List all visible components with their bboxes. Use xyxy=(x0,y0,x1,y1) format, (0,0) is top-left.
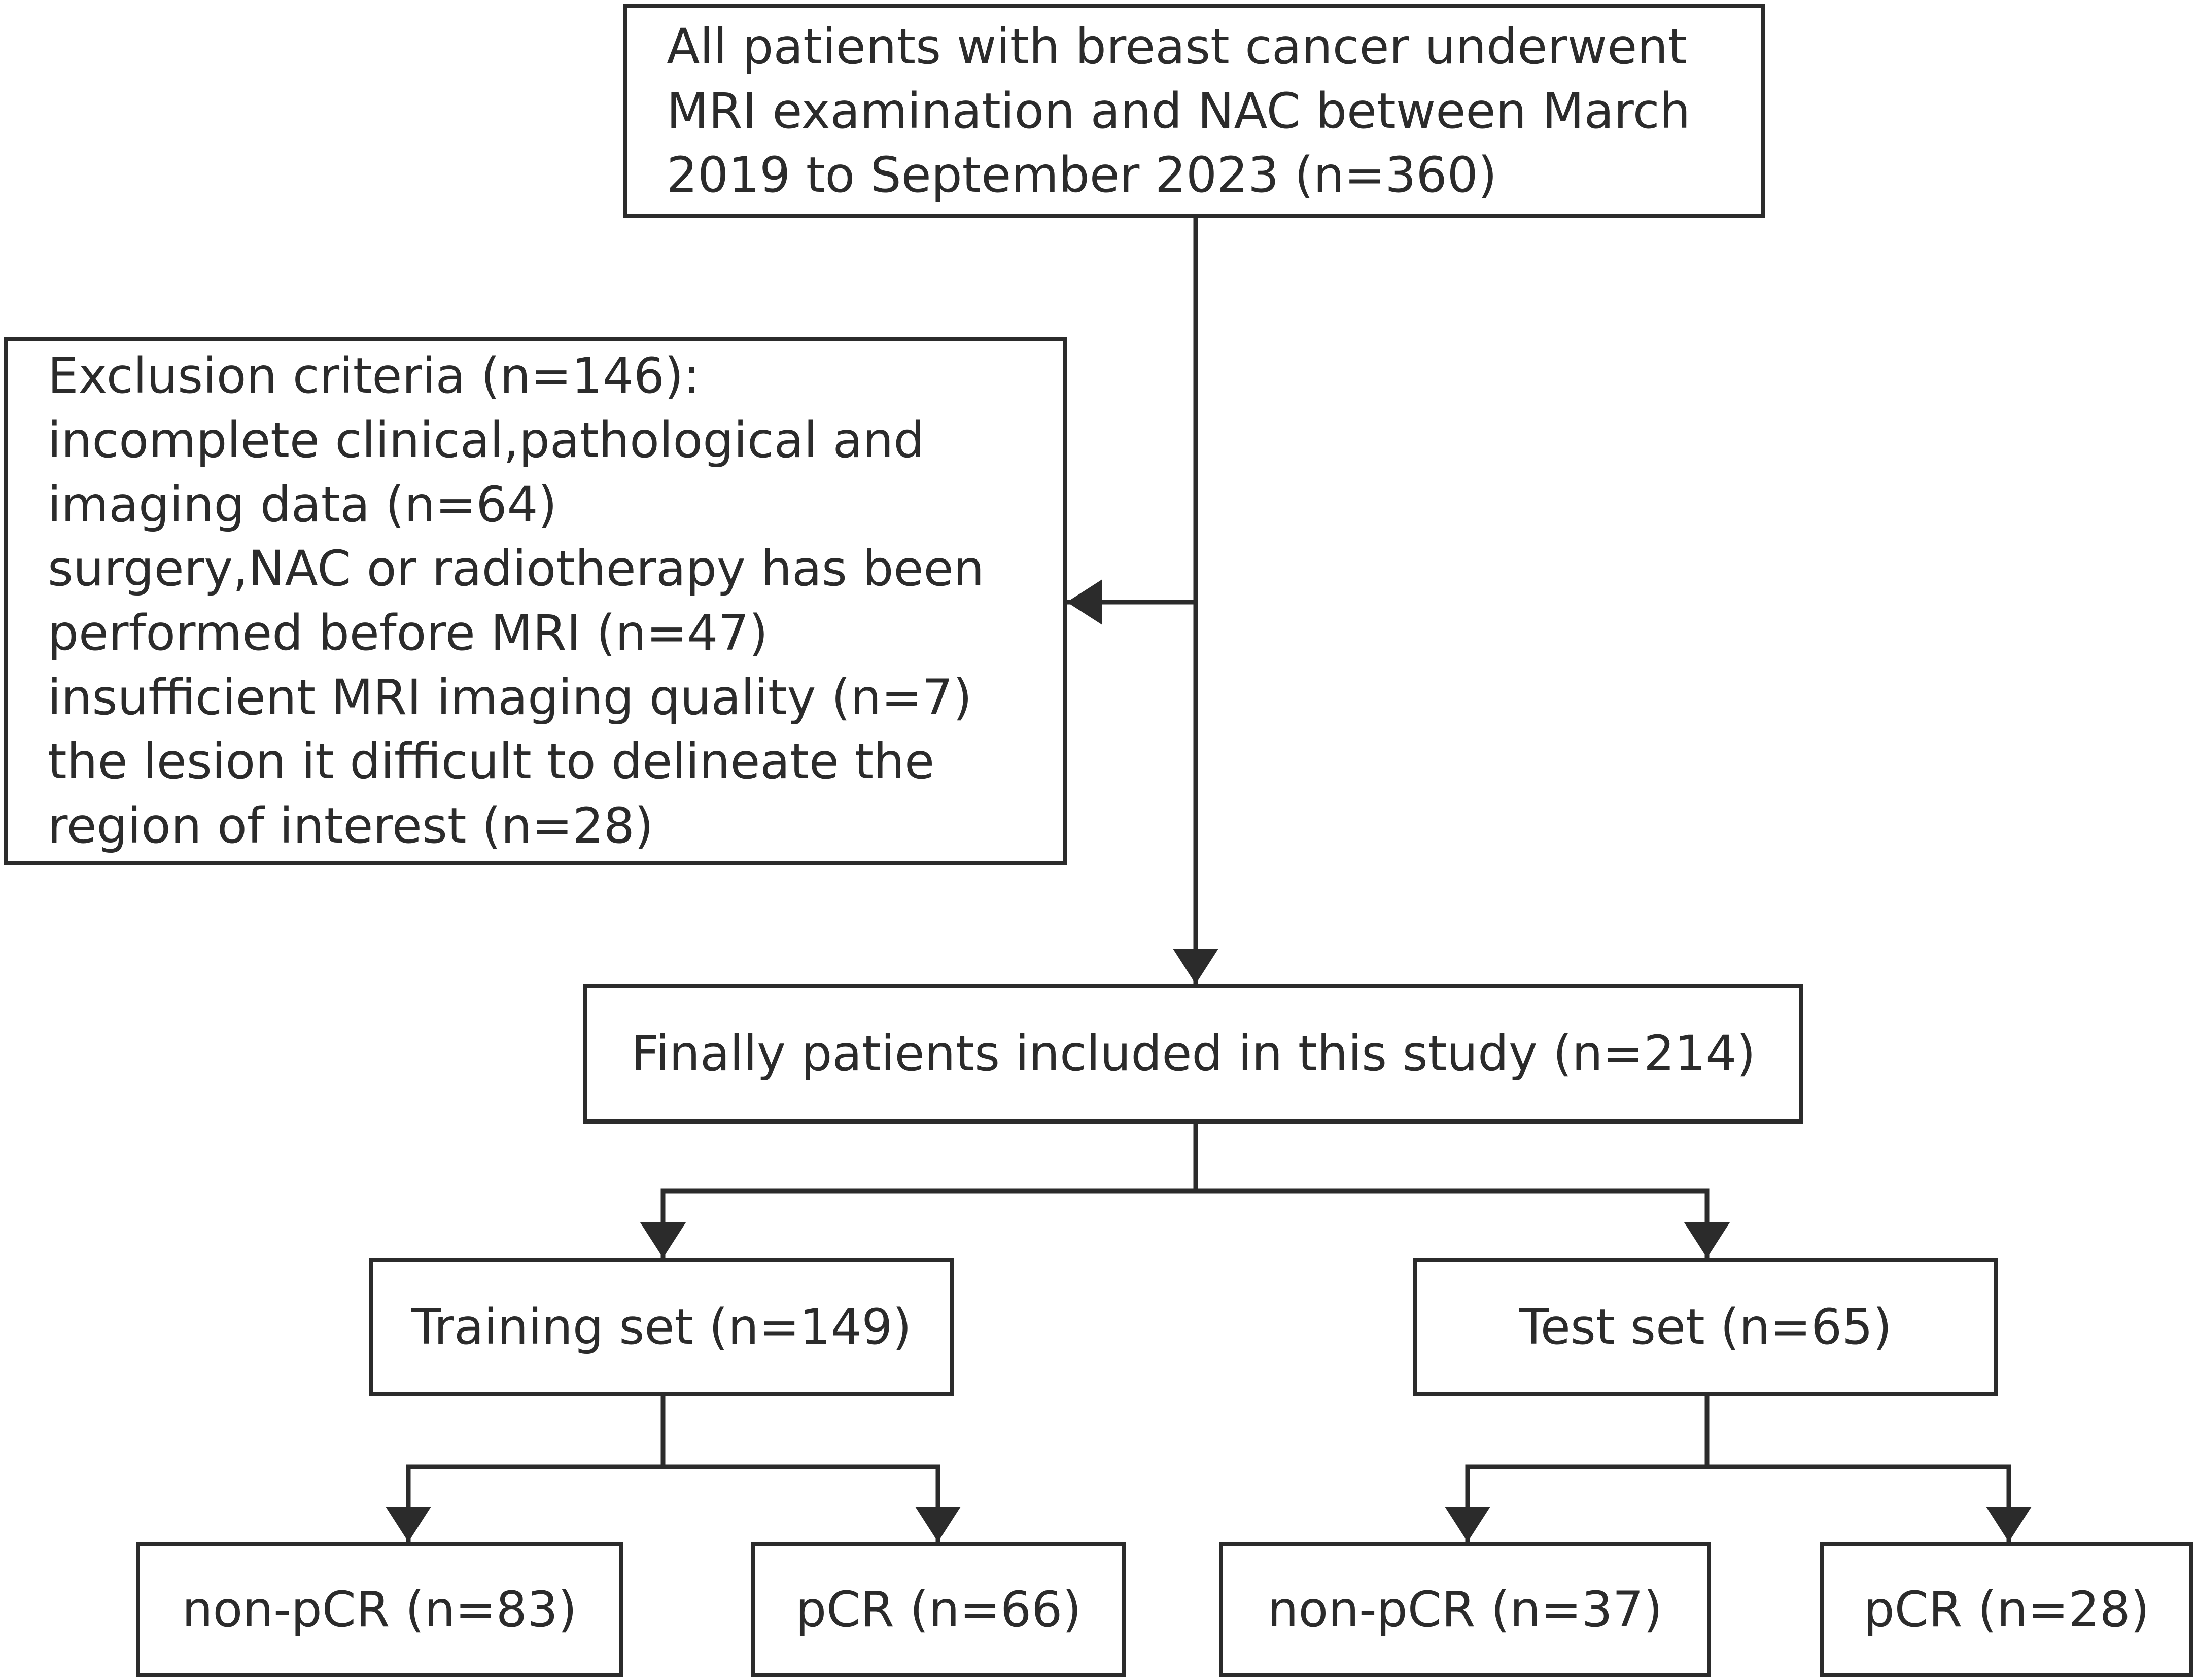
box-test-set-label: Test set (n=65) xyxy=(1519,1299,1892,1356)
exclusion-item: insufficient MRI imaging quality (n=7) xyxy=(48,669,972,726)
box-final-patients-label: Finally patients included in this study … xyxy=(631,1025,1756,1082)
box-all-patients-line: All patients with breast cancer underwen… xyxy=(667,18,1687,75)
connector-training-to-pcr xyxy=(663,1464,940,1537)
exclusion-heading: Exclusion criteria (n=146): xyxy=(48,347,700,405)
box-exclusion-criteria: Exclusion criteria (n=146): incomplete c… xyxy=(4,337,1067,865)
box-test-pcr: pCR (n=28) xyxy=(1820,1542,2193,1677)
box-final-patients: Finally patients included in this study … xyxy=(583,984,1803,1124)
box-test-non-pcr: non-pCR (n=37) xyxy=(1219,1542,1711,1677)
exclusion-item: the lesion it difficult to delineate the xyxy=(48,733,935,790)
box-all-patients-line: 2019 to September 2023 (n=360) xyxy=(667,147,1497,204)
box-test-pcr-label: pCR (n=28) xyxy=(1863,1581,2150,1638)
connector-test-to-pcr xyxy=(1707,1464,2011,1537)
connector-final-to-test xyxy=(1196,1188,1710,1254)
box-training-pcr: pCR (n=66) xyxy=(751,1542,1126,1677)
box-all-patients: All patients with breast cancer underwen… xyxy=(623,4,1765,218)
exclusion-item: region of interest (n=28) xyxy=(48,797,654,855)
box-training-pcr-label: pCR (n=66) xyxy=(795,1581,1082,1638)
exclusion-item: incomplete clinical,pathological and xyxy=(48,411,925,469)
box-all-patients-line: MRI examination and NAC between March xyxy=(667,82,1691,139)
box-exclusion-criteria-text: Exclusion criteria (n=146): incomplete c… xyxy=(48,344,984,858)
box-all-patients-text: All patients with breast cancer underwen… xyxy=(667,15,1690,207)
connector-training-split xyxy=(406,1396,666,1537)
box-test-set: Test set (n=65) xyxy=(1413,1258,1998,1396)
exclusion-item: surgery,NAC or radiotherapy has been xyxy=(48,540,985,598)
exclusion-item: performed before MRI (n=47) xyxy=(48,605,768,661)
box-training-set-label: Training set (n=149) xyxy=(411,1299,912,1356)
box-training-set: Training set (n=149) xyxy=(369,1258,954,1396)
connector-test-split xyxy=(1465,1396,1710,1537)
box-training-non-pcr-label: non-pCR (n=83) xyxy=(182,1581,577,1638)
box-test-non-pcr-label: non-pCR (n=37) xyxy=(1267,1581,1663,1638)
connector-final-split xyxy=(660,1124,1198,1254)
exclusion-item: imaging data (n=64) xyxy=(48,476,557,533)
box-training-non-pcr: non-pCR (n=83) xyxy=(136,1542,623,1677)
